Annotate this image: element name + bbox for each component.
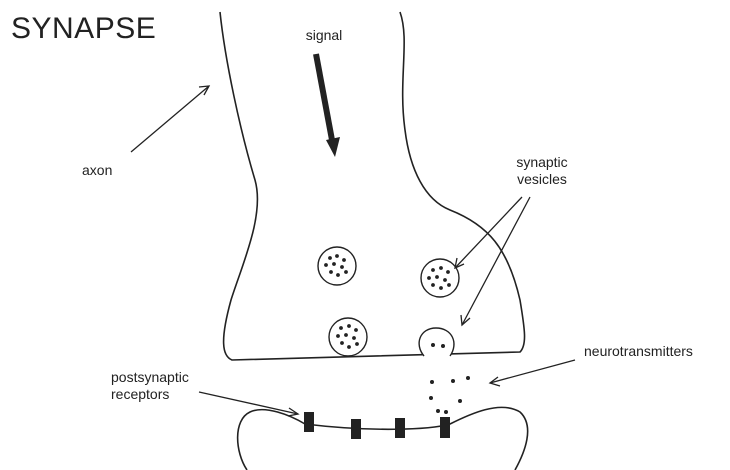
vesicle-dots — [324, 254, 348, 277]
label-postsynaptic-receptors: postsynaptic receptors — [111, 369, 189, 403]
vesicle — [421, 259, 459, 297]
neurotransmitter-dots — [429, 376, 470, 414]
vesicle — [318, 247, 356, 285]
vesicle-pointer-arrows — [455, 197, 530, 325]
label-signal: signal — [288, 27, 360, 44]
axon-pointer-arrow — [131, 86, 209, 152]
label-synaptic-vesicles-line2: vesicles — [494, 171, 590, 188]
label-neurotransmitters: neurotransmitters — [584, 343, 693, 360]
postsynaptic-membrane — [238, 407, 528, 470]
label-synaptic-vesicles: synaptic vesicles — [494, 154, 590, 188]
vesicle-dots — [427, 266, 451, 290]
label-axon: axon — [82, 162, 112, 179]
vesicle — [329, 318, 367, 356]
axon-terminal-outline — [220, 12, 525, 360]
signal-arrow — [316, 54, 340, 157]
label-synaptic-vesicles-line1: synaptic — [494, 154, 590, 171]
fusing-vesicle — [419, 328, 454, 356]
label-postsynaptic-receptors-line2: receptors — [111, 386, 189, 403]
vesicle-dots — [336, 324, 359, 349]
label-postsynaptic-receptors-line1: postsynaptic — [111, 369, 189, 386]
neurotransmitters-pointer-arrow — [490, 360, 575, 386]
